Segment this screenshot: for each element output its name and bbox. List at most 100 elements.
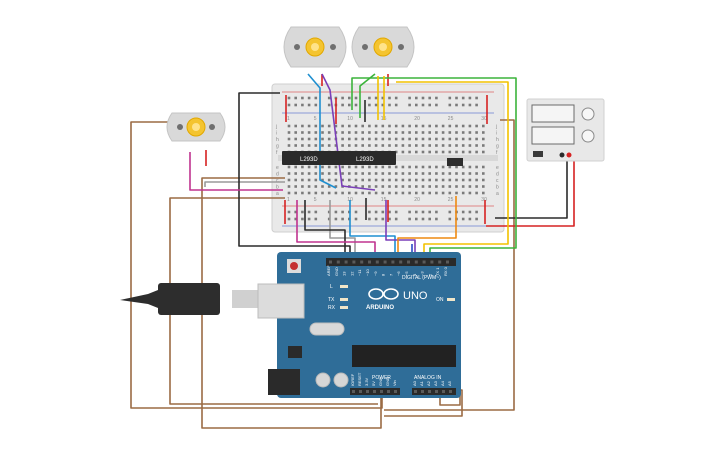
analog-label: ANALOG IN <box>414 375 442 381</box>
digital-pin-socket[interactable] <box>438 260 442 264</box>
led-on-label: ON <box>436 297 444 303</box>
usb-cable-plug <box>232 290 260 308</box>
breadboard-hole <box>301 96 304 100</box>
digital-pin-socket[interactable] <box>399 260 403 264</box>
breadboard-hole <box>388 185 391 188</box>
usb-plug-body <box>158 283 220 315</box>
wire-gray-to-arduino <box>329 200 356 256</box>
digital-pin-label: AREF <box>326 265 331 276</box>
analog-pin-socket[interactable] <box>442 390 445 393</box>
digital-pin-socket[interactable] <box>422 260 426 264</box>
breadboard-hole <box>468 165 472 169</box>
power-pin-socket[interactable] <box>352 390 355 393</box>
breadboard-hole <box>441 191 445 195</box>
power-pin-socket[interactable] <box>359 390 362 393</box>
digital-pin-socket[interactable] <box>407 260 410 264</box>
breadboard-hole <box>334 217 338 221</box>
breadboard-hole <box>301 178 304 182</box>
breadboard-hole <box>475 191 478 195</box>
breadboard-hole <box>301 131 304 134</box>
column-number: 30 <box>481 197 487 203</box>
power-pin-socket[interactable] <box>387 390 390 393</box>
breadboard-hole <box>334 172 338 175</box>
breadboard-hole <box>314 172 318 175</box>
arduino-model: UNO <box>403 290 428 302</box>
breadboard-hole <box>368 137 371 141</box>
breadboard-hole <box>374 137 378 141</box>
breadboard-hole <box>455 96 458 100</box>
analog-pin-socket[interactable] <box>414 390 417 393</box>
breadboard-hole <box>321 185 324 188</box>
digital-pin-socket[interactable] <box>352 260 356 264</box>
breadboard-hole <box>475 178 478 182</box>
reset-button[interactable] <box>290 262 298 270</box>
breadboard-hole <box>421 210 425 214</box>
breadboard-hole <box>428 137 431 141</box>
driver-right-label: L293D <box>356 157 374 163</box>
breadboard-hole <box>388 137 391 141</box>
digital-pin-socket[interactable] <box>360 260 364 264</box>
breadboard-hole <box>394 178 398 182</box>
breadboard-hole <box>401 144 405 147</box>
row-letter: h <box>276 137 279 143</box>
digital-pin-socket[interactable] <box>336 260 340 264</box>
arduino-uno[interactable]: L TX RX ON ARDUINO UNO DIGITAL (PWM~) PO… <box>120 252 461 398</box>
digital-pin-socket[interactable] <box>368 260 371 264</box>
breadboard-hole <box>388 217 391 221</box>
wire-blue-arduino <box>349 200 396 256</box>
dc-motor-left[interactable] <box>166 112 226 142</box>
breadboard-hole <box>394 185 398 188</box>
power-switch-icon[interactable] <box>533 151 543 157</box>
digital-pin-socket[interactable] <box>414 260 418 264</box>
breadboard-hole <box>327 172 331 175</box>
row-letter: i <box>496 131 497 137</box>
analog-pin-socket[interactable] <box>421 390 424 393</box>
breadboard-hole <box>321 165 324 169</box>
breadboard-hole <box>321 137 324 141</box>
digital-pin-socket[interactable] <box>446 260 449 264</box>
analog-pin-socket[interactable] <box>428 390 431 393</box>
digital-pin-socket[interactable] <box>383 260 387 264</box>
current-knob-icon[interactable] <box>581 129 595 143</box>
digital-pin-socket[interactable] <box>329 260 332 264</box>
breadboard-hole <box>341 191 344 195</box>
breadboard-hole <box>307 96 311 100</box>
power-pin-socket[interactable] <box>373 390 376 393</box>
analog-pin-socket[interactable] <box>435 390 438 393</box>
power-supply[interactable] <box>526 98 605 162</box>
breadboard-hole <box>381 191 385 195</box>
analog-pin-socket[interactable] <box>449 390 452 393</box>
digital-pin-socket[interactable] <box>430 260 434 264</box>
digital-pin-socket[interactable] <box>375 260 379 264</box>
power-pin-socket[interactable] <box>366 390 369 393</box>
breadboard-hole <box>475 131 478 134</box>
power-pin-socket[interactable] <box>394 390 397 393</box>
row-letter: e <box>496 165 499 171</box>
digital-pin-socket[interactable] <box>344 260 348 264</box>
breadboard-hole <box>408 172 411 175</box>
digital-pin-label: 4 <box>412 273 417 276</box>
motor-driver-right[interactable]: L293D <box>338 151 396 165</box>
voltage-knob-icon[interactable] <box>581 107 595 121</box>
slide-switch[interactable] <box>447 158 463 166</box>
breadboard-hole <box>307 103 311 107</box>
dc-motor-top-2[interactable] <box>351 26 415 68</box>
breadboard-hole <box>455 137 458 141</box>
digital-pin-label: ~11 <box>357 269 362 276</box>
breadboard-hole <box>461 172 465 175</box>
dc-motor-top-1[interactable] <box>283 26 347 68</box>
breadboard-hole <box>381 185 385 188</box>
breadboard-hole <box>381 165 385 169</box>
breadboard-hole <box>381 172 385 175</box>
breadboard-hole <box>368 178 371 182</box>
breadboard-hole <box>441 150 445 154</box>
breadboard-hole <box>287 124 291 128</box>
digital-pin-socket[interactable] <box>391 260 395 264</box>
power-pin-socket[interactable] <box>380 390 383 393</box>
breadboard-hole <box>482 150 485 154</box>
breadboard-hole <box>441 185 445 188</box>
motor-shaft-center <box>192 123 200 131</box>
breadboard-hole <box>428 124 431 128</box>
motor-driver-left[interactable]: L293D <box>282 151 342 165</box>
breadboard-hole <box>341 124 344 128</box>
